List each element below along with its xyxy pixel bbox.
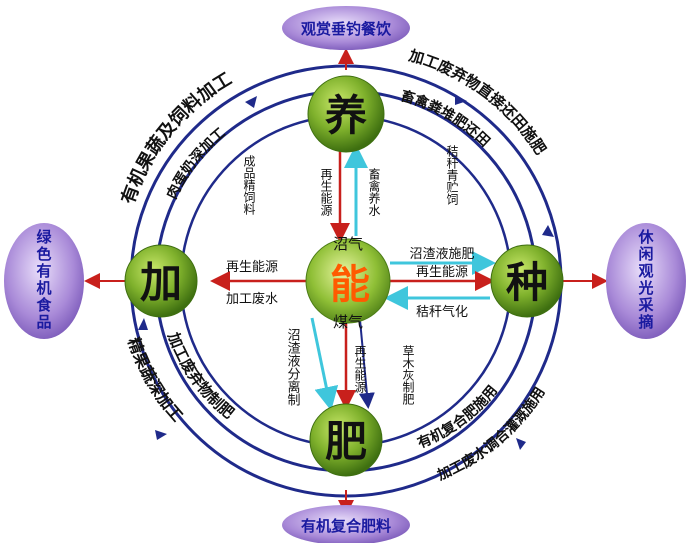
svg-text:观: 观 [638, 262, 653, 280]
node-bottom [309, 403, 383, 477]
node-bottom-label: 肥 [325, 417, 367, 466]
bubble-bottom-label: 有机复合肥料 [301, 517, 391, 535]
biogas-label: 沼气 [333, 235, 363, 253]
svg-text:有: 有 [36, 262, 51, 280]
ring-arrowhead [155, 430, 167, 440]
spoke-label-bottom-left: 沼渣液分离制 [285, 328, 301, 406]
bubble-top [282, 6, 410, 50]
bubble-left [4, 223, 84, 339]
node-top-label: 养 [325, 91, 367, 140]
node-left [124, 244, 198, 318]
bubble-bottom [282, 505, 410, 543]
ring-arrowhead [245, 96, 257, 108]
bubble-right-label: 休 闲 观 光 采 摘 [637, 228, 654, 331]
bubble-top-label: 观赏垂钓餐饮 [301, 20, 392, 38]
spoke-label-left-bottom: 加工废水 [226, 291, 278, 307]
svg-text:食: 食 [36, 296, 52, 314]
svg-text:绿: 绿 [36, 228, 52, 246]
svg-text:色: 色 [36, 245, 51, 263]
ring-arrowhead [542, 225, 554, 237]
coal-gas-label: 煤气 [333, 313, 363, 331]
node-top [307, 75, 385, 153]
svg-text:机: 机 [36, 279, 51, 297]
spoke-label-left-top: 再生能源 [226, 260, 278, 275]
svg-text:采: 采 [637, 296, 654, 314]
spoke-label-top-left-2: 再生能源 [319, 168, 333, 217]
node-right [490, 244, 564, 318]
svg-text:闲: 闲 [638, 245, 653, 263]
spoke-label-right-top: 沼渣液施肥 [409, 247, 474, 262]
spoke-label-bottom-mid: 再生能源 [353, 345, 367, 394]
spoke-label-bottom-right: 草木灰制肥 [401, 345, 415, 405]
node-center [305, 238, 391, 324]
node-left-label: 加 [140, 258, 182, 307]
bubble-right [606, 223, 686, 339]
ring-arrowhead [455, 95, 467, 105]
ring-arrowhead [516, 438, 526, 450]
bubble-left-label: 绿 色 有 机 食 品 [36, 228, 52, 331]
spoke-bottom-cyan [310, 317, 339, 411]
spoke-bottom-blue [358, 319, 375, 409]
spoke-label-top-left-1: 成品精饲料 [242, 155, 256, 215]
svg-text:光: 光 [637, 279, 653, 297]
ring-arrowhead [138, 318, 148, 330]
spoke-label-top-right-2: 秸秆青贮饲 [445, 145, 459, 205]
spoke-label-top-right-1: 畜禽养水 [367, 167, 381, 216]
svg-text:品: 品 [36, 313, 51, 331]
node-center-label: 能 [330, 261, 370, 308]
svg-text:摘: 摘 [638, 313, 653, 331]
svg-text:休: 休 [637, 228, 654, 246]
node-right-label: 种 [506, 258, 548, 307]
spoke-label-right-bottom: 秸秆气化 [416, 304, 468, 320]
spoke-label-right-mid: 再生能源 [416, 265, 468, 280]
